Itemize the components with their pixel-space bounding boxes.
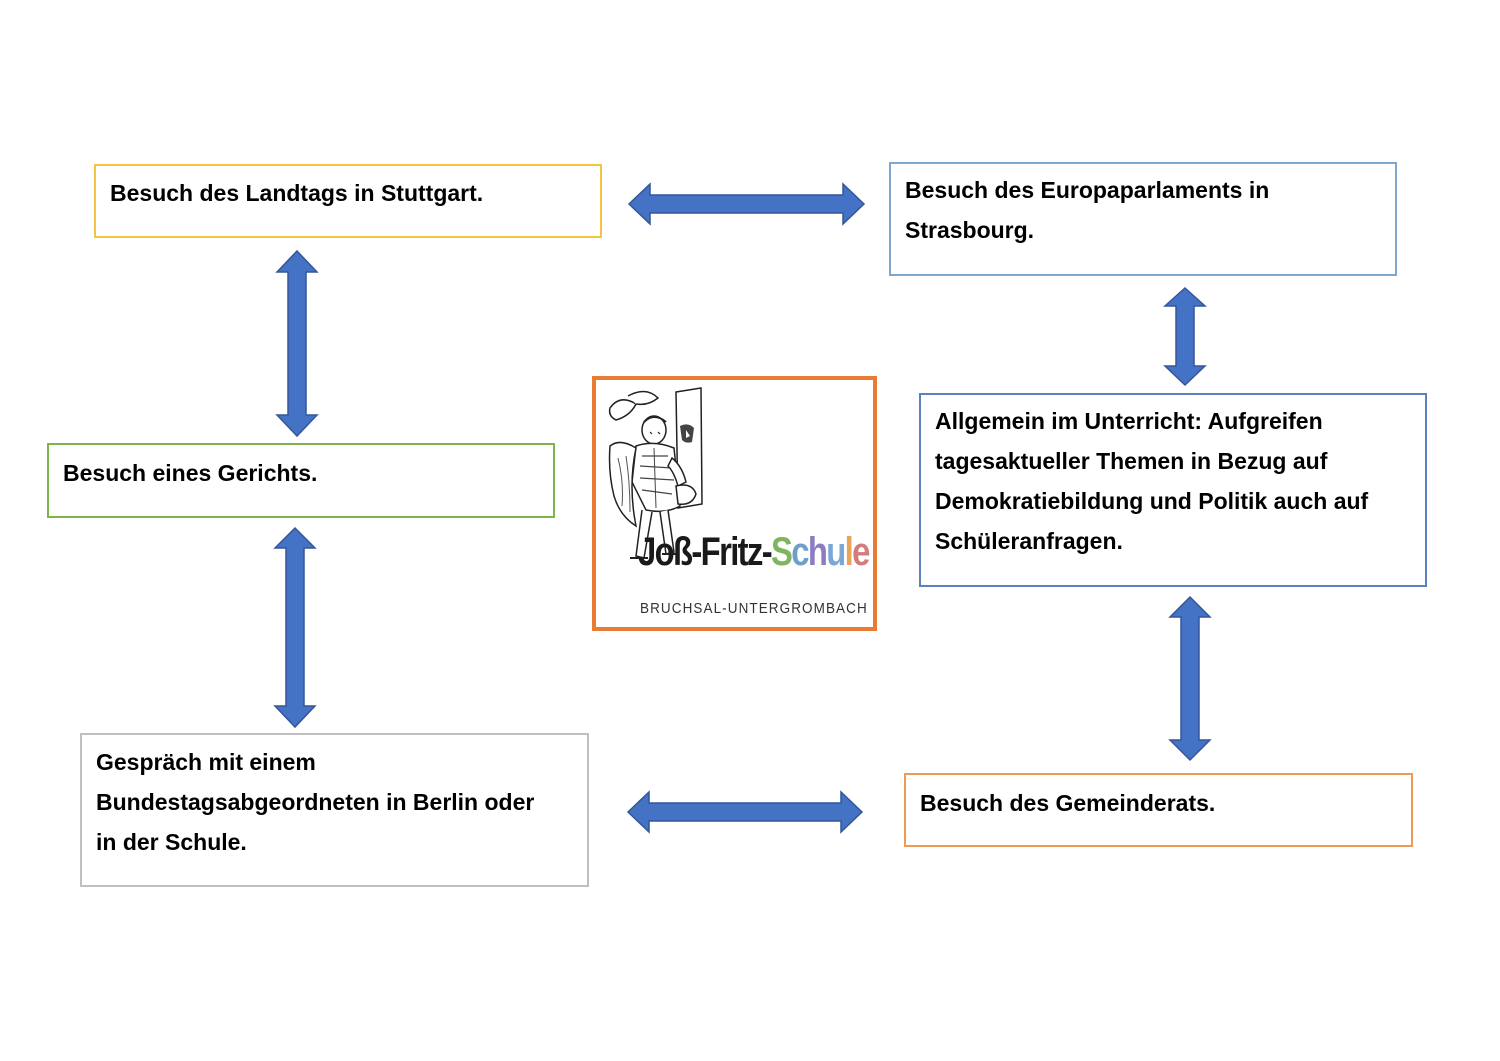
box-town-council-visit: Besuch des Gemeinderats. bbox=[904, 773, 1413, 847]
logo-title: Joß-Fritz-Schule bbox=[638, 530, 870, 574]
logo-letter-1: S bbox=[770, 530, 793, 574]
logo-letter-2: c bbox=[791, 530, 809, 574]
knight-with-flag-icon bbox=[608, 387, 703, 559]
arrow-europa-unterricht bbox=[1163, 286, 1207, 387]
logo-letter-4: u bbox=[826, 530, 846, 574]
arrow-unterricht-gemeinderat bbox=[1168, 595, 1212, 762]
box-landtag-visit: Besuch des Landtags in Stuttgart. bbox=[94, 164, 602, 238]
box-bundestag-conversation: Gespräch mit einem Bundestagsabgeordnete… bbox=[80, 733, 589, 887]
arrow-landtag-europa bbox=[627, 182, 866, 226]
school-logo: Joß-Fritz-Schule BRUCHSAL-UNTERGROMBACH bbox=[592, 376, 877, 631]
arrow-bundestag-gemeinderat bbox=[626, 790, 864, 834]
logo-letter-6: e bbox=[852, 530, 870, 574]
box-europaparlament-visit: Besuch des Europaparlaments in Strasbour… bbox=[889, 162, 1397, 276]
logo-letter-3: h bbox=[807, 530, 828, 574]
logo-subtitle: BRUCHSAL-UNTERGROMBACH bbox=[640, 600, 868, 617]
logo-title-prefix: Joß-Fritz- bbox=[638, 530, 773, 574]
box-court-visit: Besuch eines Gerichts. bbox=[47, 443, 555, 518]
arrow-landtag-gericht bbox=[275, 249, 319, 438]
logo-inner bbox=[606, 386, 864, 624]
arrow-gericht-bundestag bbox=[273, 526, 317, 729]
box-classroom-topics: Allgemein im Unterricht: Aufgreifen tage… bbox=[919, 393, 1427, 587]
logo-letter-5: l bbox=[844, 530, 854, 574]
